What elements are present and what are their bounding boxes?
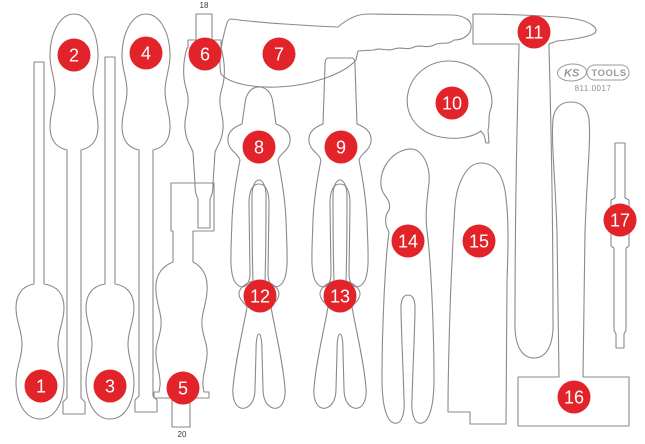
marker-15: 15: [462, 224, 496, 258]
marker-9: 9: [324, 130, 358, 164]
logo-ks-text: KS: [564, 68, 580, 80]
marker-17: 17: [603, 203, 637, 237]
tool-outline-17-file: [610, 142, 630, 349]
marker-7: 7: [262, 37, 296, 71]
marker-3: 3: [93, 369, 127, 403]
marker-14: 14: [391, 224, 425, 258]
marker-10: 10: [435, 86, 469, 120]
tool-outline-13-pliers: [313, 179, 367, 409]
marker-16: 16: [557, 380, 591, 414]
tool-outline-4-screwdriver: [121, 13, 171, 413]
tool-outline-1-screwdriver: [15, 61, 65, 420]
ks-tools-logo: KS TOOLS: [557, 63, 630, 82]
dimension-label-20: 20: [177, 430, 187, 439]
tool-outline-10-tape-measure: [406, 60, 493, 144]
tool-outline-7-body-file: [219, 13, 472, 88]
marker-5: 5: [166, 371, 200, 405]
tool-outline-3-screwdriver: [85, 56, 135, 420]
tool-outline-15-snips: [447, 162, 509, 425]
marker-6: 6: [188, 37, 222, 71]
tool-outline-9-end-cutting-pliers: [308, 57, 372, 288]
tool-outline-6-chisel: [183, 13, 225, 229]
tool-outline-5-chisel: [153, 182, 215, 428]
dimension-label-18: 18: [199, 1, 209, 10]
marker-13: 13: [323, 279, 357, 313]
tool-outline-8-pliers: [227, 86, 291, 288]
marker-4: 4: [129, 36, 163, 70]
tool-outline-2-screwdriver: [49, 13, 99, 415]
marker-12: 12: [243, 279, 277, 313]
tool-outline-11-hammer: [472, 13, 597, 359]
tool-outline-16-mallet: [517, 101, 630, 427]
part-number: 811.0017: [574, 84, 612, 93]
marker-2: 2: [57, 38, 91, 72]
logo-tools-box: [586, 64, 630, 81]
logo-tools-text: TOOLS: [592, 68, 627, 79]
tool-outline-12-pliers: [232, 179, 286, 409]
tool-outline-14-pincers: [380, 148, 435, 424]
marker-11: 11: [517, 15, 551, 49]
marker-8: 8: [242, 130, 276, 164]
logo-ks-oval: [557, 63, 587, 82]
marker-1: 1: [24, 369, 58, 403]
